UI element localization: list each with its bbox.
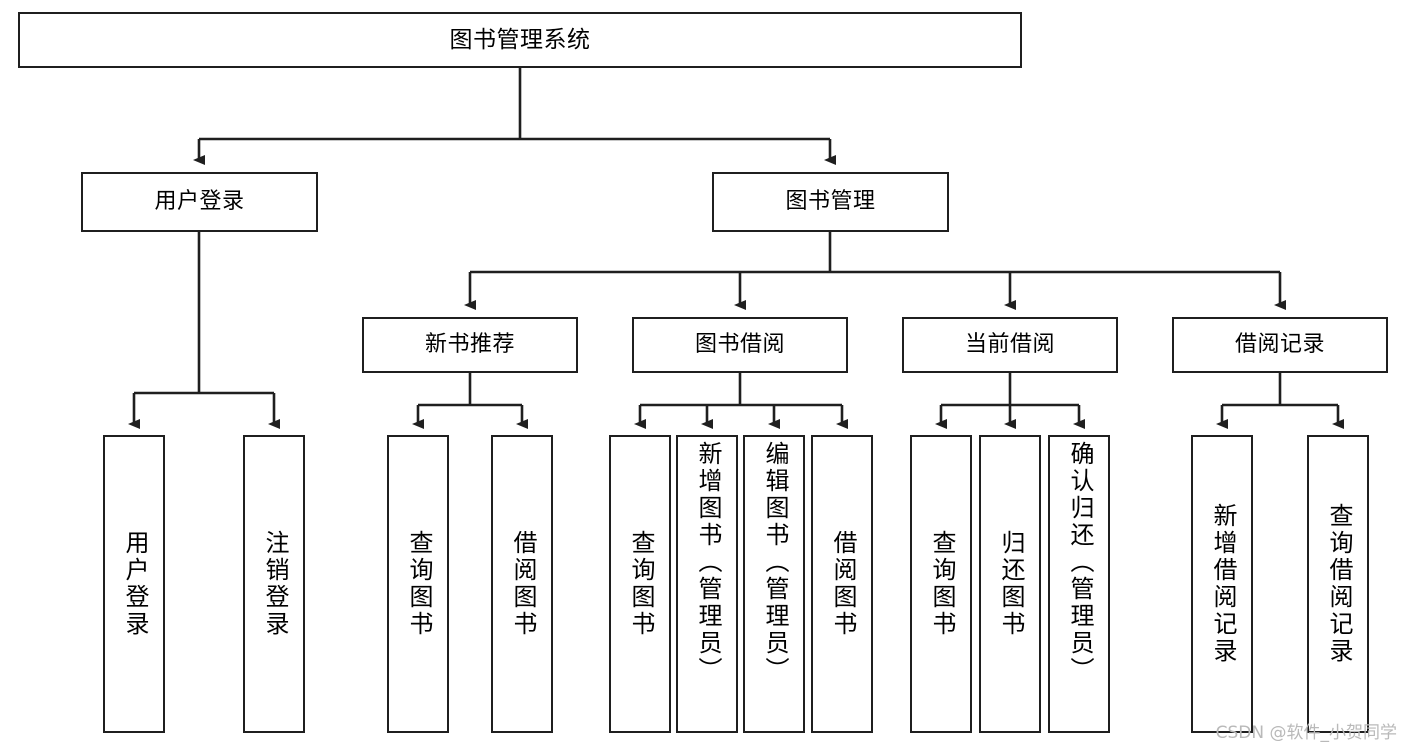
leaf-user-login[interactable]: 用户登录 [103, 435, 165, 733]
node-label: 查询借阅记录 [1324, 503, 1353, 665]
node-label: 借阅记录 [1234, 332, 1325, 357]
leaf-current-query-book[interactable]: 查询图书 [910, 435, 972, 733]
node-label: 新增图书（管理员） [693, 441, 722, 684]
leaf-borrow-borrow-book[interactable]: 借阅图书 [811, 435, 873, 733]
node-label: 图书管理 [785, 189, 876, 214]
leaf-record-add-borrow-record[interactable]: 新增借阅记录 [1191, 435, 1253, 733]
watermark-text: CSDN @软件_小贺同学 [1215, 723, 1397, 743]
node-label: 注销登录 [260, 530, 289, 638]
node-root-book-management-system[interactable]: 图书管理系统 [18, 12, 1022, 68]
node-label: 借阅图书 [508, 530, 537, 638]
node-book-borrowing[interactable]: 图书借阅 [632, 317, 848, 373]
node-borrowing-record[interactable]: 借阅记录 [1172, 317, 1388, 373]
node-label: 当前借阅 [964, 332, 1055, 357]
leaf-current-confirm-return-admin[interactable]: 确认归还（管理员） [1048, 435, 1110, 733]
node-label: 新增借阅记录 [1208, 503, 1237, 665]
node-label: 编辑图书（管理员） [760, 441, 789, 684]
leaf-borrow-query-book[interactable]: 查询图书 [609, 435, 671, 733]
leaf-recommend-query-book[interactable]: 查询图书 [387, 435, 449, 733]
leaf-logout-login[interactable]: 注销登录 [243, 435, 305, 733]
leaf-record-query-borrow-record[interactable]: 查询借阅记录 [1307, 435, 1369, 733]
node-label: 用户登录 [154, 189, 245, 214]
leaf-borrow-edit-book-admin[interactable]: 编辑图书（管理员） [743, 435, 805, 733]
node-user-login[interactable]: 用户登录 [81, 172, 318, 232]
node-book-management[interactable]: 图书管理 [712, 172, 949, 232]
node-label: 图书借阅 [694, 332, 785, 357]
node-label: 确认归还（管理员） [1065, 441, 1094, 684]
node-label: 借阅图书 [828, 530, 857, 638]
node-label: 查询图书 [927, 530, 956, 638]
leaf-current-return-book[interactable]: 归还图书 [979, 435, 1041, 733]
node-current-borrowing[interactable]: 当前借阅 [902, 317, 1118, 373]
node-label: 用户登录 [120, 530, 149, 638]
node-label: 图书管理系统 [449, 26, 591, 53]
node-label: 归还图书 [996, 530, 1025, 638]
node-new-book-recommendation[interactable]: 新书推荐 [362, 317, 578, 373]
node-label: 查询图书 [626, 530, 655, 638]
leaf-recommend-borrow-book[interactable]: 借阅图书 [491, 435, 553, 733]
node-label: 新书推荐 [424, 332, 515, 357]
node-label: 查询图书 [404, 530, 433, 638]
leaf-borrow-add-book-admin[interactable]: 新增图书（管理员） [676, 435, 738, 733]
